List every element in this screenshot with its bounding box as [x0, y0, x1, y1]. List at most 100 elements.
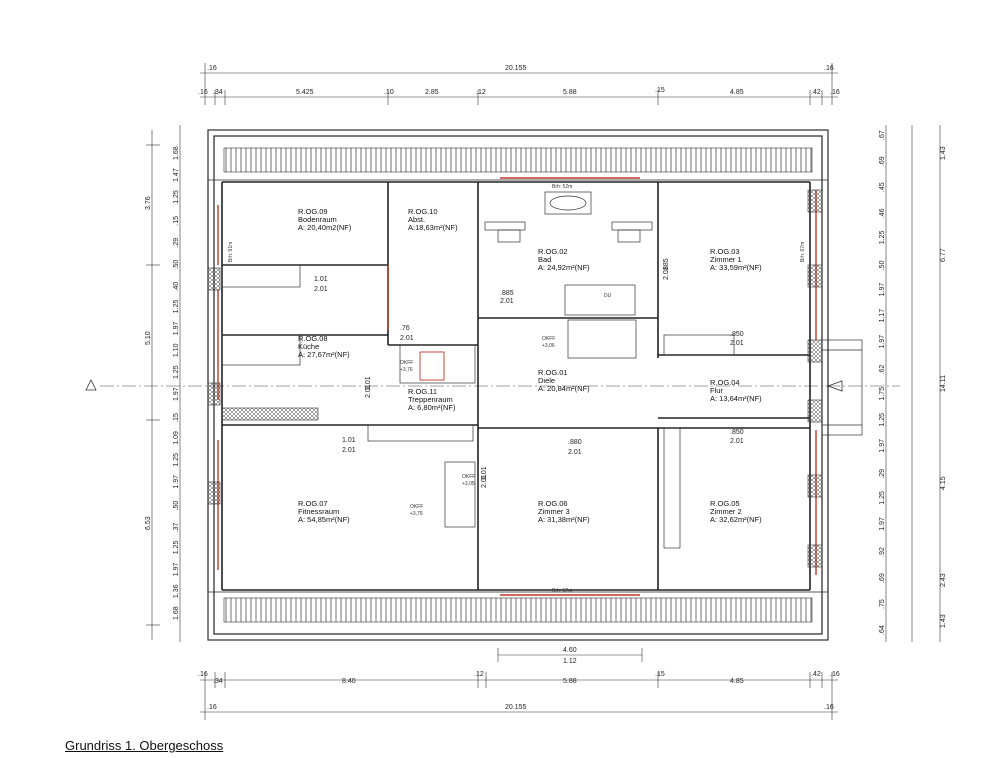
left-outer: 6.53 — [145, 516, 152, 530]
right-inner-dimension: 1.25 — [879, 491, 886, 505]
room-area: A:18,63m²(NF) — [408, 223, 458, 232]
axis-triangle-left — [85, 379, 97, 391]
room-name: Treppenraum — [408, 395, 453, 404]
bottom-seg: 5.88 — [563, 678, 577, 685]
opening-dimension: .76 — [400, 325, 410, 332]
top-total-right: .16 — [824, 65, 834, 72]
left-inner-dimension: 1.25 — [173, 541, 180, 555]
okff-value-1: +3,76 — [400, 367, 413, 373]
opening-dimension: .880 — [568, 439, 582, 446]
right-inner-dimension: .29 — [879, 469, 886, 479]
bottom-total-right: .16 — [824, 704, 834, 711]
right-inner-labels: .67.69.45.461.25.501.971.171.97.621.751.… — [879, 130, 886, 635]
left-inner-dimension: 1.25 — [173, 300, 180, 314]
opening-dimension: 1.01 — [342, 437, 356, 444]
room-id: R.OG.09 — [298, 207, 328, 216]
top-seg: 5.425 — [296, 89, 314, 96]
room-id: R.OG.07 — [298, 499, 328, 508]
right-inner-dimension: .62 — [879, 365, 886, 375]
room-area: A: 32,62m²(NF) — [710, 515, 762, 524]
opening-dimension: 1.01 — [365, 376, 372, 390]
top-seg: .34 — [213, 89, 223, 96]
okff-label-4: OKFF — [462, 474, 475, 480]
room-area: A: 20,40m2(NF) — [298, 223, 352, 232]
okff-label-3: OKFF — [410, 504, 423, 510]
center-dim-a: 4.60 — [563, 647, 577, 654]
right-inner-dimension: 1.75 — [879, 387, 886, 401]
okff-value-4: +3,05 — [462, 481, 475, 487]
bottom-seg: 8.40 — [342, 678, 356, 685]
room-id: R.OG.10 — [408, 207, 438, 216]
room-id: R.OG.04 — [710, 378, 740, 387]
opening-dimension: .850 — [730, 429, 744, 436]
left-inner-dimension: .15 — [173, 413, 180, 423]
top-seg: .15 — [655, 87, 665, 94]
opening-dimension: 2.01 — [500, 298, 514, 305]
room-name: Zimmer 2 — [710, 507, 742, 516]
room-name: Zimmer 3 — [538, 507, 570, 516]
room-id: R.OG.02 — [538, 247, 568, 256]
bottom-seg: .16 — [830, 671, 840, 678]
bottom-total-left: .16 — [207, 704, 217, 711]
left-inner-dimension: 1.97 — [173, 562, 180, 576]
opening-dimension: 2.01 — [568, 449, 582, 456]
page-title: Grundriss 1. Obergeschoss — [65, 738, 224, 753]
room-area: A: 6,80m²(NF) — [408, 403, 456, 412]
left-inner-dimension: 1.25 — [173, 365, 180, 379]
right-dimensions — [885, 125, 941, 642]
bottom-seg: 4.85 — [730, 678, 744, 685]
top-seg: 2.85 — [425, 89, 439, 96]
okff-value-3: +3,76 — [410, 511, 423, 517]
opening-dimension: 2.01 — [481, 474, 488, 488]
right-inner-dimension: .45 — [879, 182, 886, 192]
opening-dimension: .885 — [663, 258, 670, 272]
right-outer: 4.15 — [940, 476, 947, 490]
room-name: Bad — [538, 255, 551, 264]
right-inner-dimension: .46 — [879, 208, 886, 218]
top-seg: .12 — [476, 89, 486, 96]
left-inner-labels: 1.681.471.25.15.29.50.401.251.971.101.25… — [173, 146, 180, 620]
top-seg: .10 — [384, 89, 394, 96]
bottom-seg: .16 — [198, 671, 208, 678]
columns — [207, 189, 823, 568]
right-inner-dimension: .75 — [879, 599, 886, 609]
roof-hatch-top — [207, 129, 829, 181]
room-name: Küche — [298, 342, 319, 351]
left-inner-dimension: .15 — [173, 216, 180, 226]
okff-label-2: OKFF — [542, 336, 555, 342]
top-seg: 5.88 — [563, 89, 577, 96]
bottom-seg: .42 — [811, 671, 821, 678]
right-outer: 1.43 — [940, 146, 947, 160]
left-inner-dimension: 1.09 — [173, 431, 180, 445]
bottom-total-mid: 20.155 — [505, 704, 527, 711]
left-inner-dimension: .50 — [173, 260, 180, 270]
top-total-mid: 20.155 — [505, 65, 527, 72]
opening-dimension: .885 — [500, 290, 514, 297]
room-id: R.OG.01 — [538, 368, 568, 377]
left-inner-dimension: 1.36 — [173, 584, 180, 598]
opening-dimension: 2.01 — [342, 447, 356, 454]
left-inner-dimension: 1.97 — [173, 387, 180, 401]
left-inner-dimension: .37 — [173, 523, 180, 533]
top-seg: .16 — [830, 89, 840, 96]
bottom-seg: .34 — [213, 678, 223, 685]
top-seg: .42 — [811, 89, 821, 96]
opening-dimension: 1.01 — [481, 466, 488, 480]
room-area: A: 24,92m²(NF) — [538, 263, 590, 272]
top-seg: 4.85 — [730, 89, 744, 96]
right-inner-dimension: 1.97 — [879, 517, 886, 531]
opening-dimension: 2.01 — [314, 286, 328, 293]
right-outer: 2.43 — [940, 573, 947, 587]
right-inner-dimension: 1.97 — [879, 283, 886, 297]
top-seg: .16 — [198, 89, 208, 96]
sill-height-bottom: Brh: 52m — [552, 588, 572, 594]
left-outer: 3.76 — [145, 196, 152, 210]
room-area: A: 54,85m²(NF) — [298, 515, 350, 524]
opening-dimension: 2.01 — [730, 438, 744, 445]
sill-height-right: Brh: 67m — [800, 242, 806, 262]
opening-dimension: 2.01 — [365, 384, 372, 398]
right-inner-dimension: 1.25 — [879, 230, 886, 244]
right-inner-dimension: .67 — [879, 130, 886, 140]
left-inner-dimension: 1.25 — [173, 190, 180, 204]
